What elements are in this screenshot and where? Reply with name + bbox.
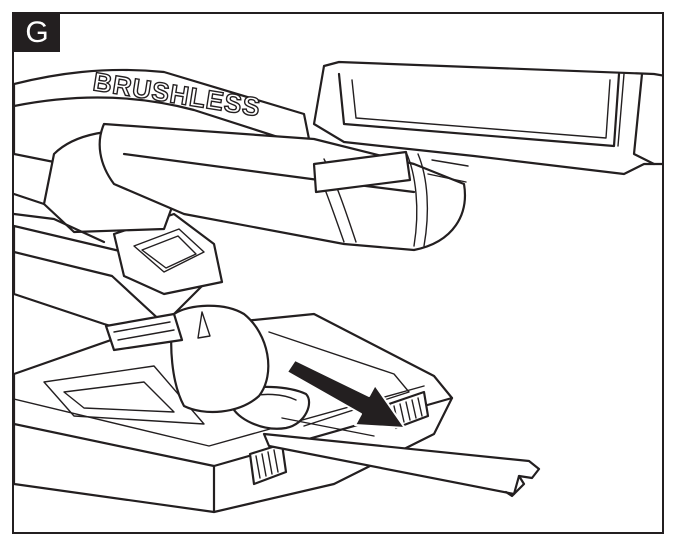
arrow-right-down-icon — [286, 359, 406, 429]
illustration-frame: BRUSHLESS G — [12, 12, 664, 534]
saw-blade — [170, 304, 270, 414]
tool-illustration: BRUSHLESS — [14, 60, 662, 514]
tool-handle — [312, 60, 662, 176]
lower-guard — [14, 212, 224, 352]
motor-body — [98, 122, 469, 252]
step-label: G — [14, 14, 60, 52]
